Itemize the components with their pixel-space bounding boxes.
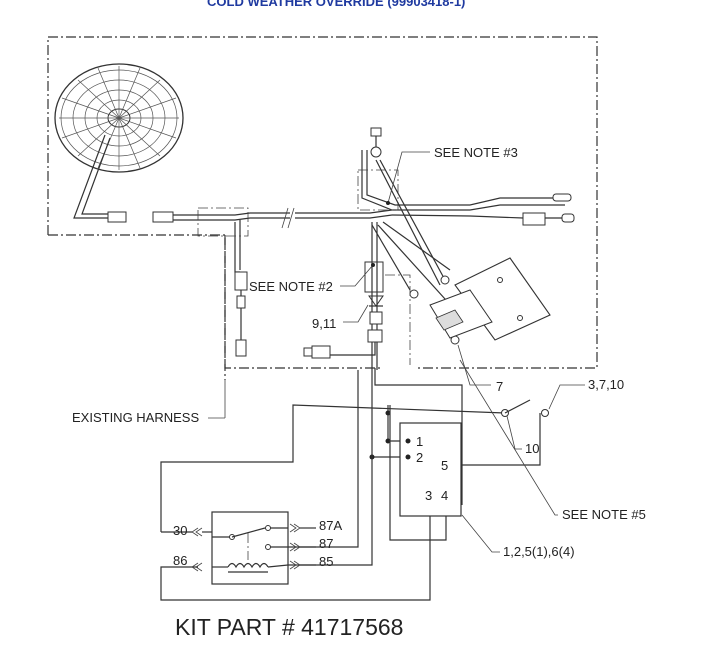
callout-item-9-11: 9,11: [312, 316, 336, 331]
callout-note-3: SEE NOTE #3: [434, 145, 518, 160]
schematic-wiring: [160, 359, 585, 601]
callout-note-5: SEE NOTE #5: [562, 507, 646, 522]
existing-harness-boundary: [47, 36, 598, 380]
relay-terminal-85: 85: [319, 554, 333, 569]
relay-terminal-86: 86: [173, 553, 187, 568]
callout-item-1-2-5-6: 1,2,5(1),6(4): [503, 544, 575, 559]
callout-note-2: SEE NOTE #2: [249, 279, 333, 294]
relay-terminal-87: 87: [319, 536, 333, 551]
switch-terminal-3: 3: [425, 488, 432, 503]
callout-item-7: 7: [496, 379, 503, 394]
relay-terminal-30: 30: [173, 523, 187, 538]
switch-bracket: [385, 257, 551, 365]
switch-terminal-1: 1: [416, 434, 423, 449]
switch-terminal-4: 4: [441, 488, 448, 503]
callout-item-3-7-10: 3,7,10: [588, 377, 624, 392]
switch-terminal-5: 5: [441, 458, 448, 473]
switch-box: [399, 422, 462, 517]
callout-item-10: 10: [525, 441, 539, 456]
relay: [161, 511, 316, 585]
switch-terminal-2: 2: [416, 450, 423, 465]
fan-icon: [54, 63, 184, 223]
callout-leaders-top: [208, 151, 491, 419]
kit-part-number: KIT PART # 41717568: [175, 614, 403, 640]
relay-terminal-87a: 87A: [319, 518, 342, 533]
main-harness: [152, 127, 575, 370]
diagram-title: COLD WEATHER OVERRIDE (99903418-1): [207, 0, 465, 9]
callout-existing-harness: EXISTING HARNESS: [72, 410, 199, 425]
